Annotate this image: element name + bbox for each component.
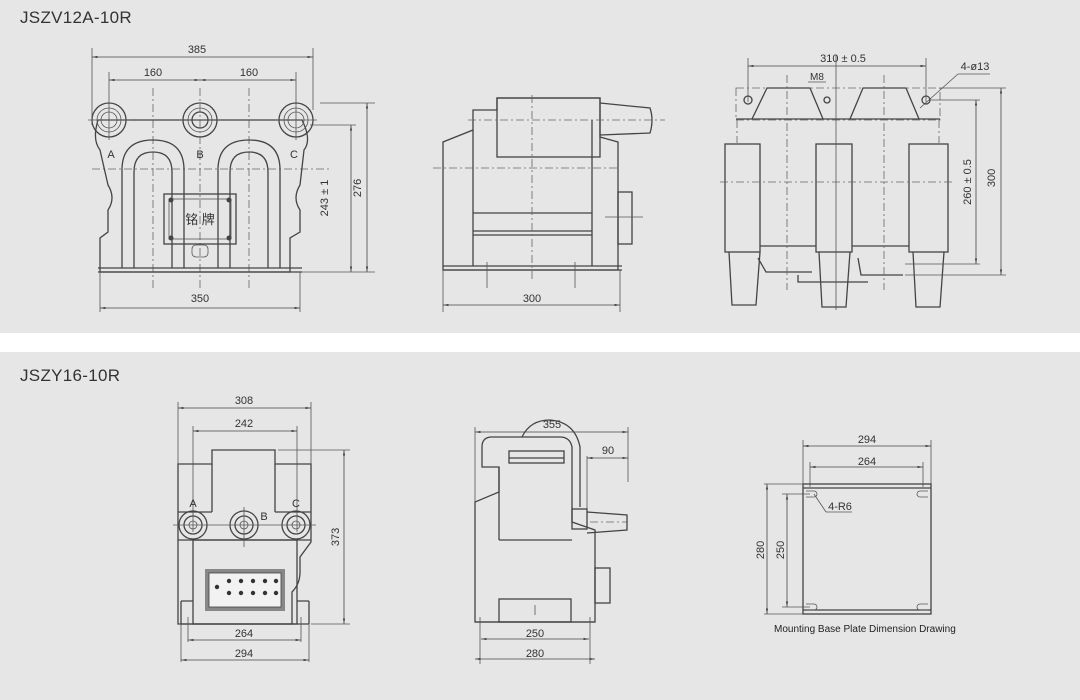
dim-385: 385 [188, 44, 206, 56]
phase-label-b: B [196, 149, 203, 161]
dim-90: 90 [602, 445, 614, 457]
nameplate-label: 铭 牌 [185, 212, 215, 227]
base-plate-view: 294 264 4-R6 280 250 [755, 434, 932, 615]
panel-jszv12a-10r: JSZV12A-10R 385 160 160 [0, 0, 1080, 333]
dim-160-left: 160 [144, 67, 162, 79]
model-title: JSZV12A-10R [20, 8, 132, 27]
dim-160-right: 160 [240, 67, 258, 79]
dim-250-side: 250 [526, 628, 544, 640]
label-m8: M8 [810, 72, 824, 83]
dim-355: 355 [543, 419, 561, 431]
side-view: 355 90 250 280 [474, 419, 629, 664]
drawing-jszy16: 308 242 A B [173, 395, 932, 664]
label-4-r6: 4-R6 [828, 501, 852, 513]
dim-308: 308 [235, 395, 253, 407]
terminal-box [205, 569, 285, 611]
dim-250-plate: 250 [775, 541, 787, 559]
mounting-slots [806, 490, 928, 611]
phase-label-a: A [189, 498, 197, 510]
dim-294-plate: 294 [858, 434, 876, 446]
panel-jszy16-10r: JSZY16-10R 308 242 [0, 352, 1080, 700]
dim-310: 310 ± 0.5 [820, 53, 866, 65]
drawing-jszv12a: 385 160 160 [88, 44, 1006, 312]
side-view: 300 [433, 95, 665, 312]
dim-300-top: 300 [986, 169, 998, 187]
dim-280-side: 280 [526, 648, 544, 660]
phase-label-b: B [260, 511, 267, 523]
phase-label-a: A [107, 149, 115, 161]
phase-label-c: C [292, 498, 300, 510]
dim-276: 276 [352, 179, 364, 197]
top-view: 310 ± 0.5 4-ø13 M8 [720, 53, 1006, 310]
dim-294-front: 294 [235, 648, 253, 660]
terminal-b [179, 102, 221, 138]
front-view: 385 160 160 [88, 44, 375, 312]
terminal-a [88, 100, 130, 140]
base-plate-caption: Mounting Base Plate Dimension Drawing [774, 624, 956, 635]
nameplate: 铭 牌 [163, 193, 237, 258]
front-view: 308 242 A B [173, 395, 350, 662]
dim-260: 260 ± 0.5 [962, 159, 974, 205]
model-title: JSZY16-10R [20, 366, 121, 385]
dim-243: 243 ± 1 [319, 180, 331, 217]
dim-264-front: 264 [235, 628, 253, 640]
dim-4-holes: 4-ø13 [961, 61, 990, 73]
dim-242: 242 [235, 418, 253, 430]
dim-373: 373 [330, 528, 342, 546]
dim-350: 350 [191, 293, 209, 305]
phase-label-c: C [290, 149, 298, 161]
dim-300-side: 300 [523, 293, 541, 305]
dim-264-plate: 264 [858, 456, 876, 468]
dim-280-plate: 280 [755, 541, 767, 559]
terminal-c [275, 100, 317, 140]
